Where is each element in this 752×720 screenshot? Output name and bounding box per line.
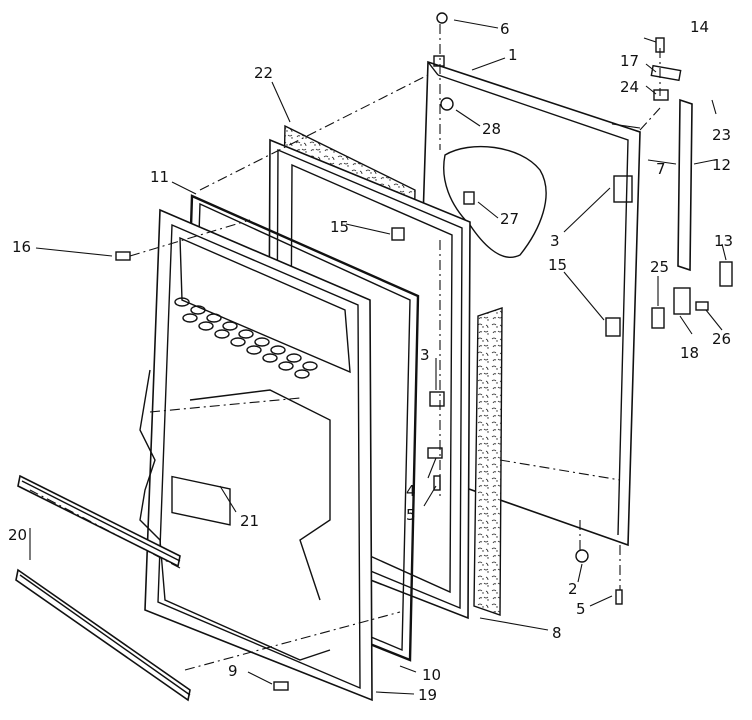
callout-15a: 15 — [330, 218, 349, 236]
callout-2: 2 — [568, 580, 578, 598]
callout-14: 14 — [690, 18, 709, 36]
callout-16: 16 — [12, 238, 31, 256]
callout-5a: 5 — [406, 506, 416, 524]
callout-12: 12 — [712, 156, 731, 174]
callout-20: 20 — [8, 526, 27, 544]
callout-19: 19 — [418, 686, 437, 704]
callout-5b: 5 — [576, 600, 586, 618]
inner-door-liner — [139, 208, 373, 702]
callout-3b: 3 — [420, 346, 430, 364]
callout-3a: 3 — [550, 232, 560, 250]
callout-11: 11 — [150, 168, 169, 186]
callout-9: 9 — [228, 662, 238, 680]
callout-7: 7 — [656, 160, 666, 178]
callout-6: 6 — [500, 20, 510, 38]
callout-1: 1 — [508, 46, 518, 64]
callout-22: 22 — [254, 64, 273, 82]
callout-17: 17 — [620, 52, 639, 70]
callout-labels: 6 1 22 28 11 16 15 27 3 15 3 4 5 14 17 2… — [8, 18, 733, 704]
callout-27: 27 — [500, 210, 519, 228]
fasteners — [115, 12, 709, 691]
assembly-lines — [29, 24, 661, 671]
callout-25: 25 — [650, 258, 669, 276]
callout-18: 18 — [680, 344, 699, 362]
callout-26: 26 — [712, 330, 731, 348]
hinge-hardware — [605, 37, 733, 337]
callout-10: 10 — [422, 666, 441, 684]
callout-28: 28 — [482, 120, 501, 138]
egg-tray-cups — [174, 297, 318, 379]
outer-door-panel — [414, 55, 641, 547]
callout-21: 21 — [240, 512, 259, 530]
callout-24: 24 — [620, 78, 639, 96]
door-shelf-bars — [15, 474, 191, 702]
leader-lines — [29, 19, 727, 695]
callout-23: 23 — [712, 126, 731, 144]
outer-insulation — [473, 307, 503, 616]
callout-13: 13 — [714, 232, 733, 250]
callout-15b: 15 — [548, 256, 567, 274]
callout-8: 8 — [552, 624, 562, 642]
callout-4: 4 — [406, 482, 416, 500]
